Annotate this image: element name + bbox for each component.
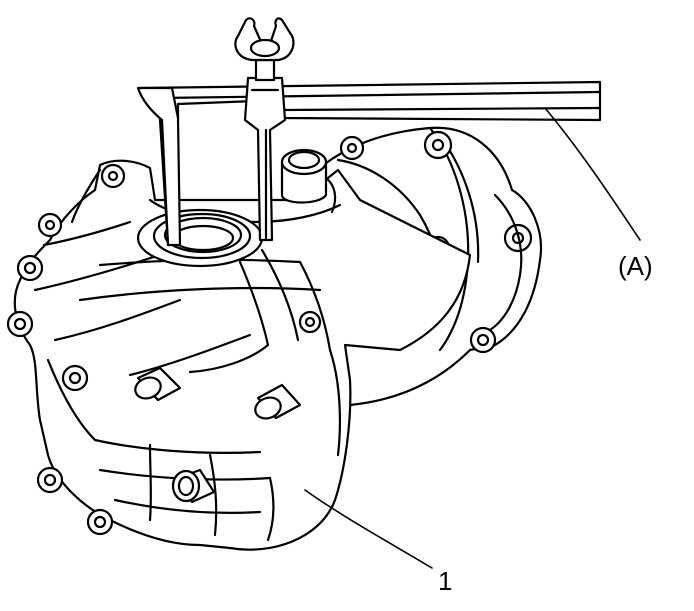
part-label: 1 — [438, 566, 452, 596]
bearing-bore — [136, 208, 264, 268]
leader-line-a — [544, 107, 641, 241]
gear-case — [13, 159, 472, 551]
tool-label: (A) — [618, 251, 653, 281]
case-bosses — [6, 163, 322, 536]
leader-line-1 — [304, 489, 433, 569]
puller-tool — [136, 17, 641, 247]
filler-plug — [280, 148, 337, 214]
